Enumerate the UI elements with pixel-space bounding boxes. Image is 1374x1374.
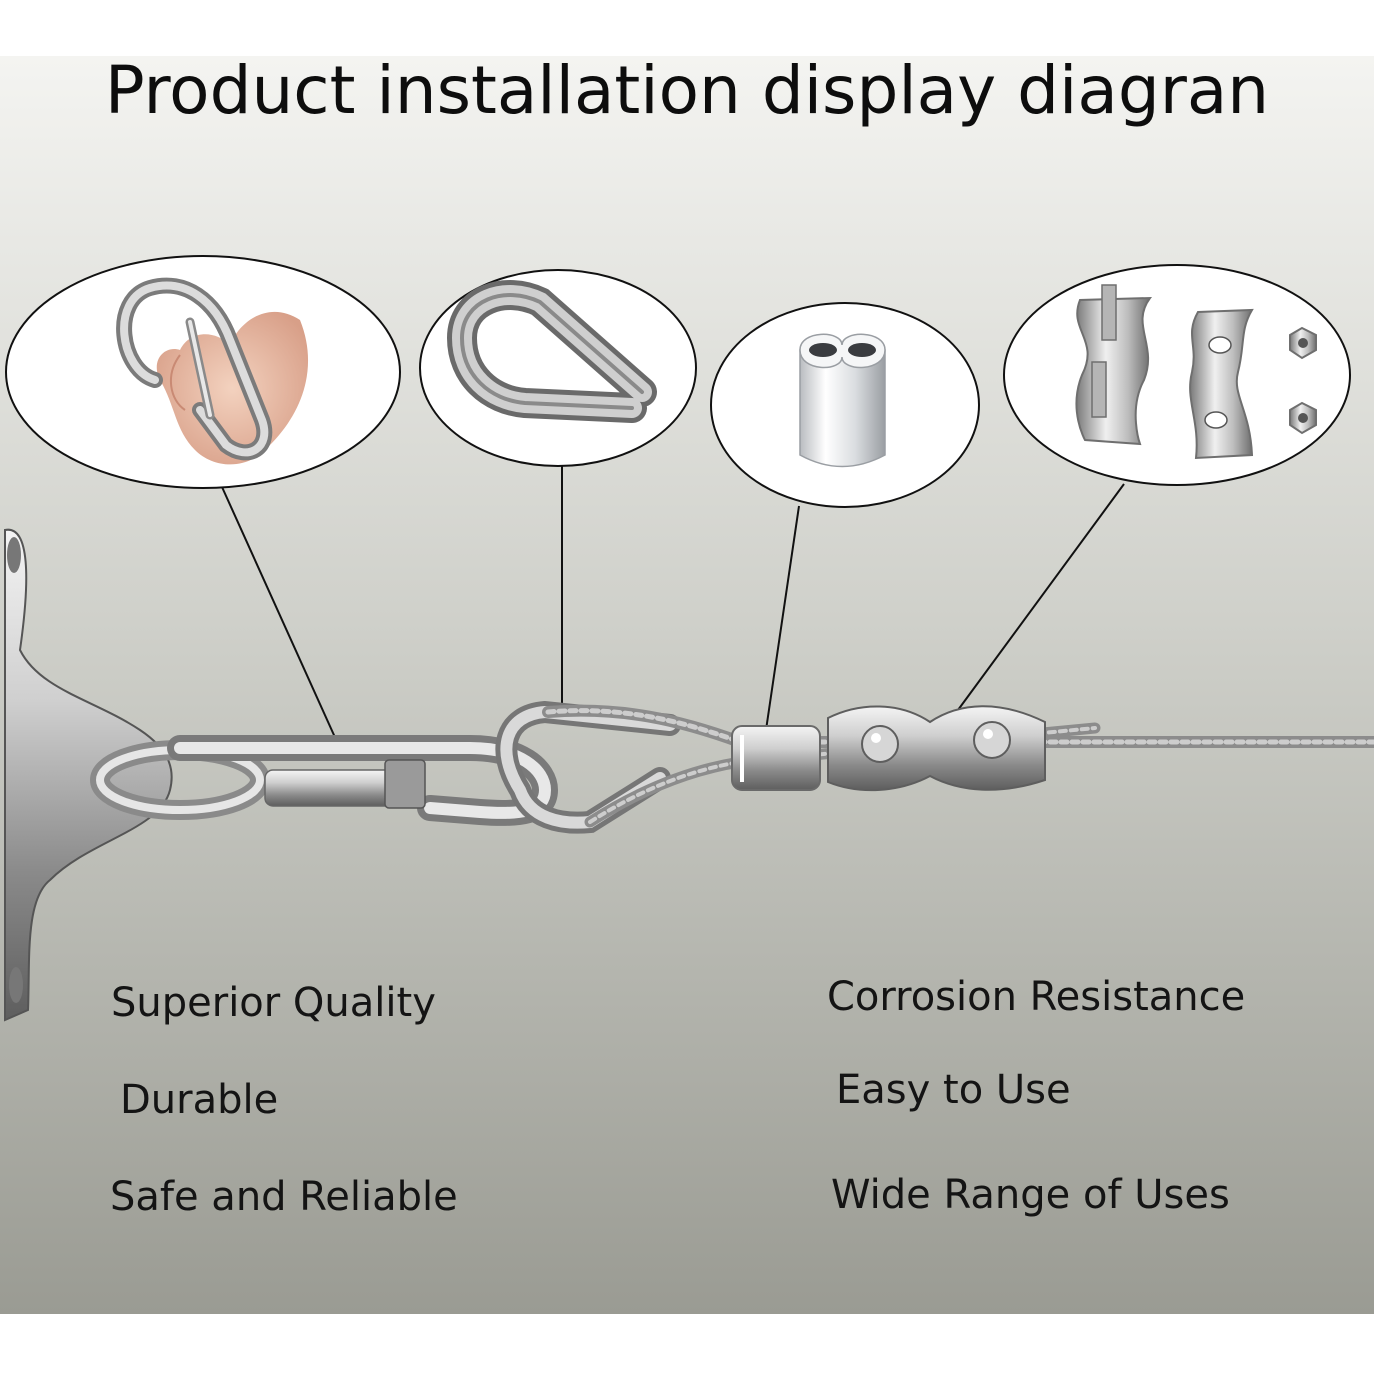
thimble-icon [446, 280, 657, 423]
feature-wide-range-uses: Wide Range of Uses [831, 1172, 1230, 1218]
feature-safe-reliable: Safe and Reliable [110, 1174, 458, 1220]
wire-clip-main [827, 705, 1046, 792]
callout-snap-hook [5, 255, 401, 489]
ferrule-icon [799, 333, 886, 468]
feature-superior-quality: Superior Quality [111, 980, 436, 1026]
callout-leader-lines [221, 466, 1125, 745]
snap-hook-icon [116, 277, 273, 461]
feature-corrosion-resistance: Corrosion Resistance [827, 974, 1246, 1020]
feature-easy-to-use: Easy to Use [836, 1067, 1071, 1113]
wall-hook-bracket-icon [4, 528, 173, 1022]
callout-thimble [419, 269, 697, 467]
page-title: Product installation display diagran [104, 52, 1270, 129]
thimble-main [495, 700, 681, 834]
callout-wire-clip [1003, 264, 1351, 486]
callout-ferrule [710, 302, 980, 508]
feature-durable: Durable [120, 1077, 279, 1123]
background-gradient [0, 56, 1374, 1314]
assembly-illustration [4, 528, 1374, 1022]
wire-clip-icon [1075, 284, 1317, 460]
ferrule-main [731, 725, 821, 791]
